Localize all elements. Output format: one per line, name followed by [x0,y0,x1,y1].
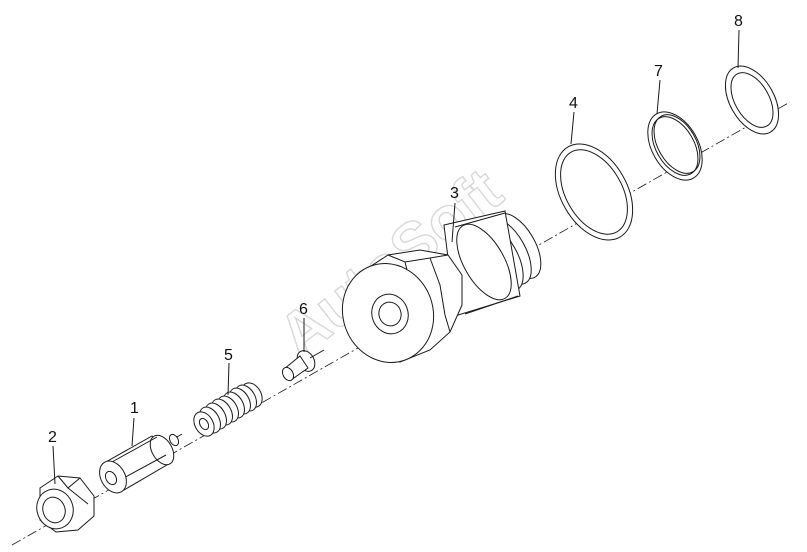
callout-3: 3 [450,185,459,202]
leader-3 [451,202,456,243]
leader-2 [52,445,56,485]
seal-ring-large [554,143,634,241]
valve-body [341,210,542,363]
leader-5 [227,362,230,396]
leader-7 [656,79,661,115]
seal-ring-medium [647,111,703,181]
callout-1: 1 [130,400,139,417]
spring [193,382,263,437]
small-plunger [281,349,325,382]
valve-plunger [99,433,183,494]
seal-ring-small [724,65,780,135]
leader-8 [737,29,740,69]
leader-4 [570,111,575,145]
callout-8: 8 [734,13,743,30]
callout-6: 6 [299,301,308,318]
leader-1 [131,417,135,447]
callout-2: 2 [48,429,57,446]
callout-7: 7 [654,63,663,80]
callout-leaders [52,29,740,485]
callout-5: 5 [224,347,233,364]
callout-4: 4 [569,95,578,112]
hex-nut [36,475,95,533]
